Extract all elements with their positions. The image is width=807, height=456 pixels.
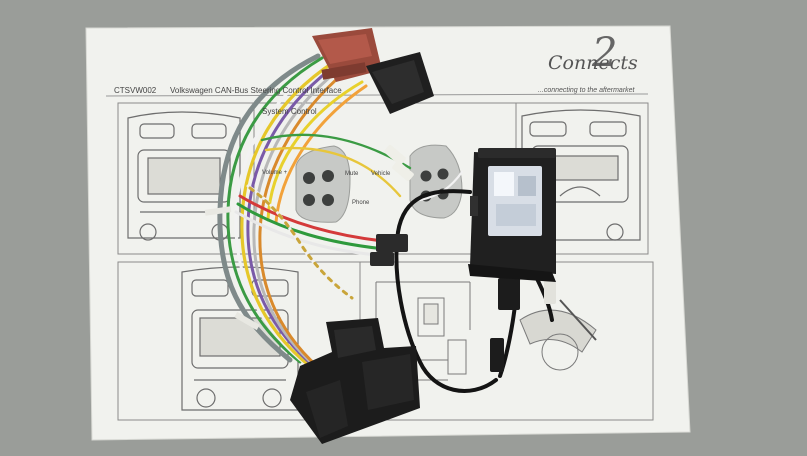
- iso-connector-black-top: [366, 52, 434, 114]
- label-phone: Phone: [352, 200, 370, 206]
- label-volume: Volume +: [262, 170, 288, 176]
- brand-name: Connects: [548, 52, 638, 74]
- quadlock-connector: [290, 318, 420, 444]
- sheet-model-code: CTSVW002: [114, 86, 157, 95]
- label-vehicle: Vehicle: [371, 171, 391, 177]
- dashboard-sketch-left: [127, 111, 241, 241]
- brand-number: 2: [592, 30, 618, 76]
- sheet-title: Volkswagen CAN-Bus Steering Control Inte…: [170, 86, 342, 95]
- inline-connectors: [370, 144, 556, 372]
- steering-button-pad-left: [295, 145, 351, 223]
- header-rule: [105, 93, 649, 97]
- cable-ties: [204, 206, 260, 331]
- brand-tagline: ...connecting to the aftermarket: [538, 87, 635, 94]
- sheet-subtitle: System Control: [262, 107, 317, 116]
- canbus-module: [468, 148, 556, 282]
- label-mute: Mute: [345, 171, 359, 177]
- iso-connector-red: [312, 28, 382, 82]
